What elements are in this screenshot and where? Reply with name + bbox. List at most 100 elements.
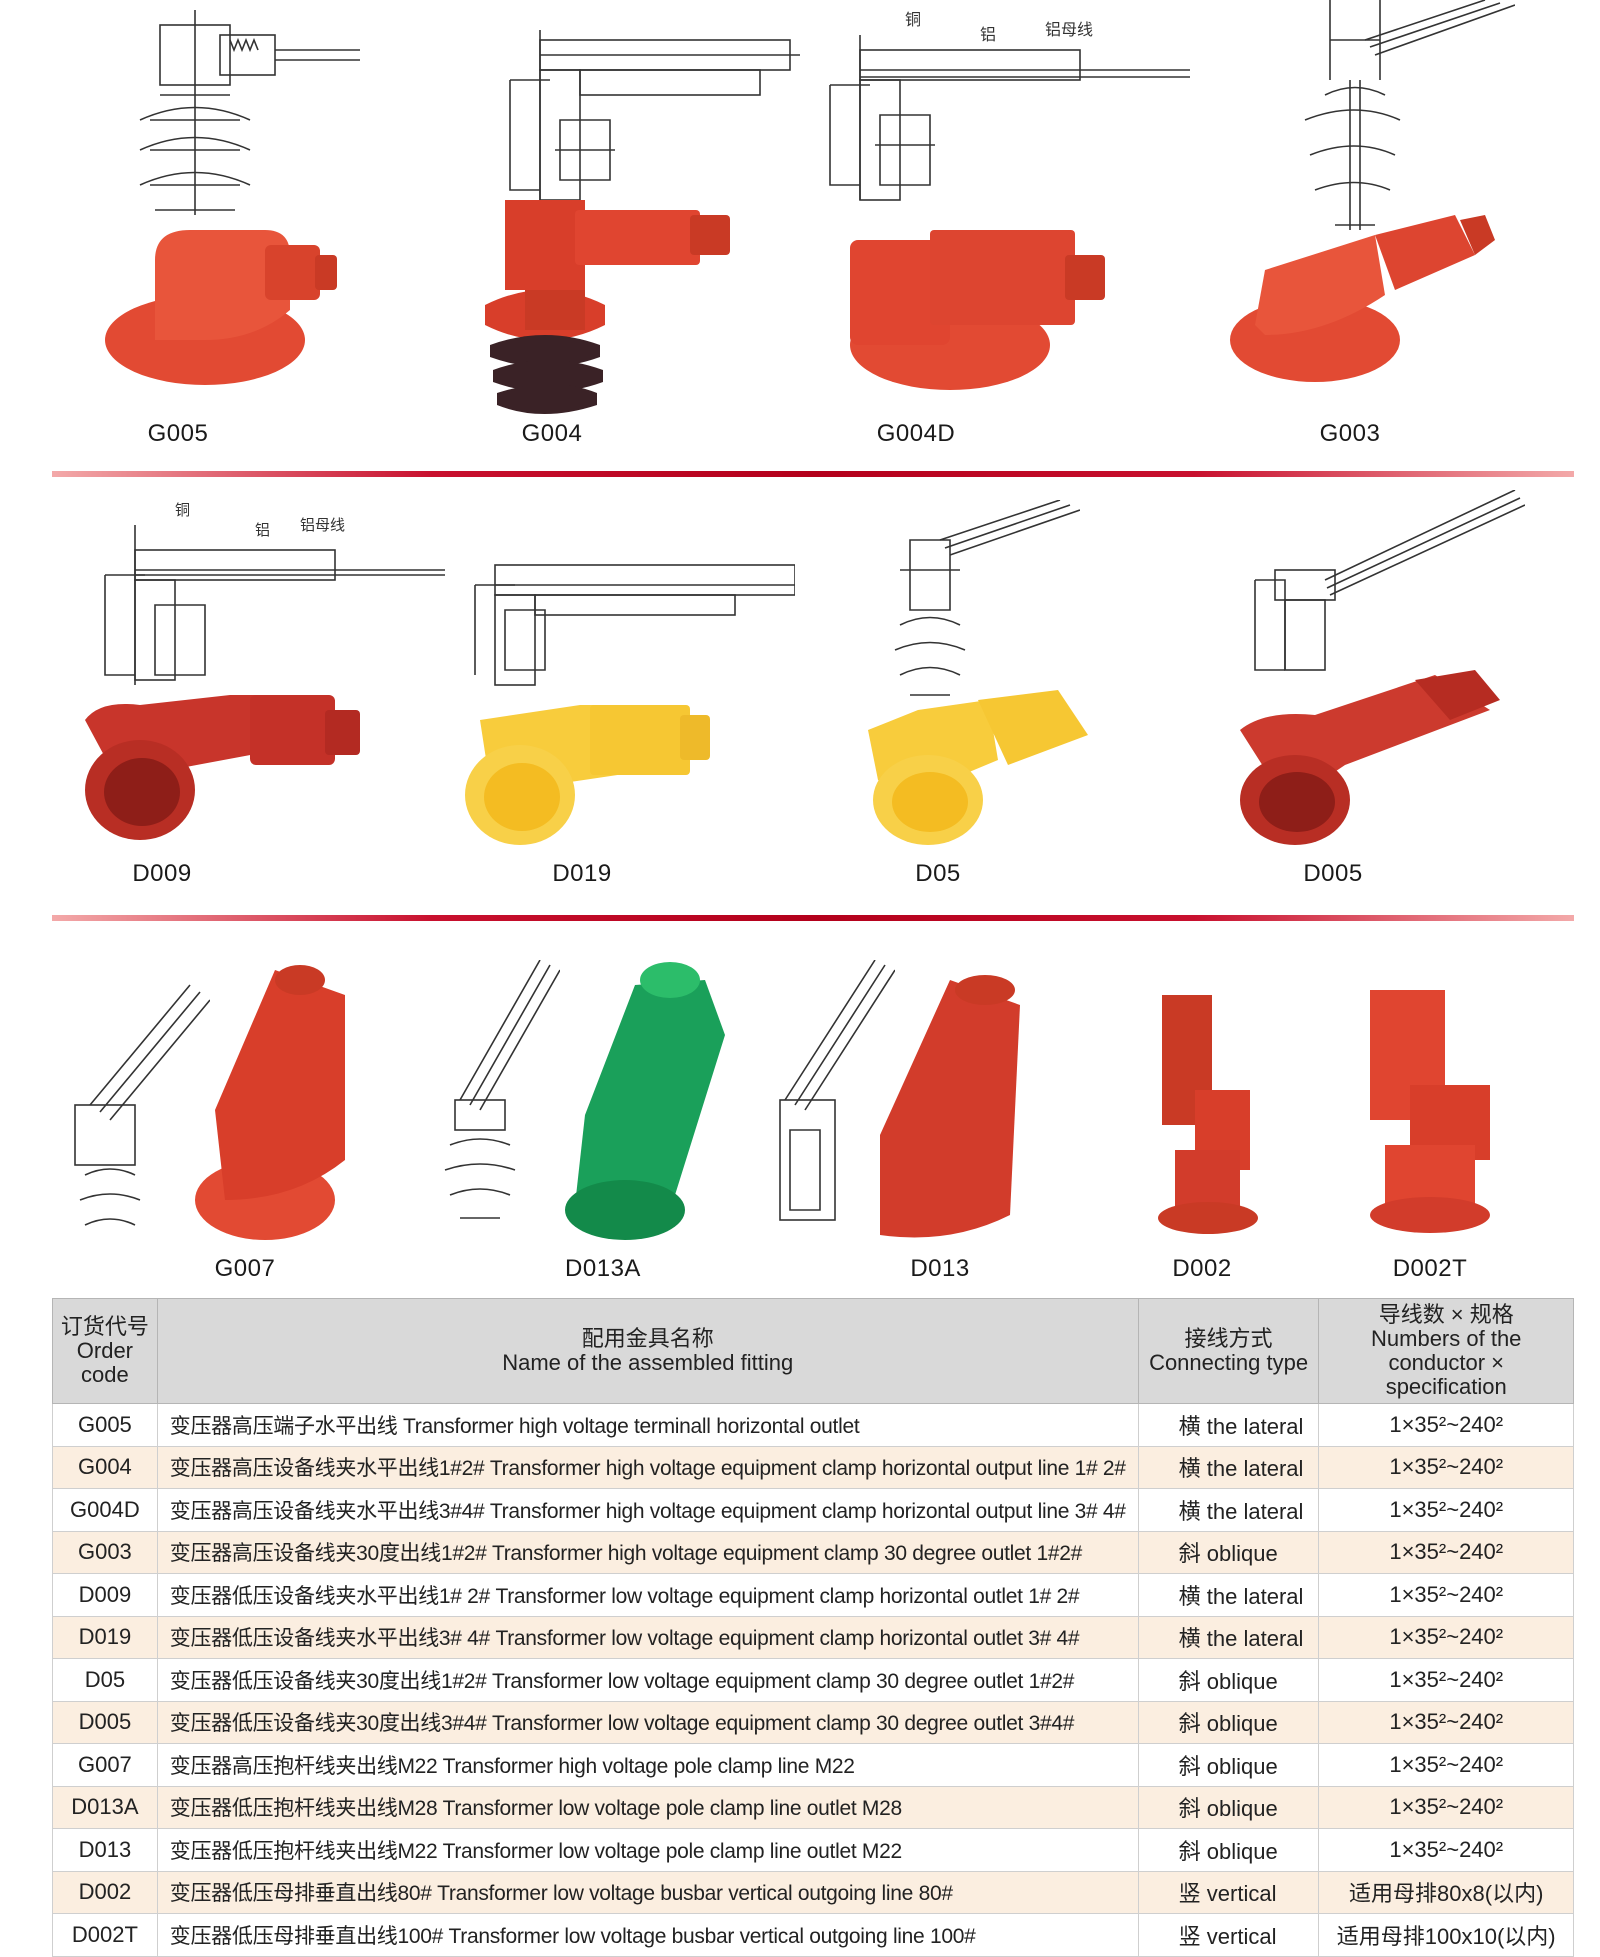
order-code-cell: D002T: [52, 1913, 158, 1957]
g005-boot-image: [105, 230, 337, 385]
order-code-cell: D019: [52, 1616, 158, 1659]
connecting-type-cell: 横 the lateral: [1138, 1403, 1320, 1447]
g004d-drawing: 铜 铝 铝母线: [829, 11, 1190, 201]
connecting-type-cell: 横 the lateral: [1138, 1616, 1320, 1659]
conductor-spec-cell: 1×35²~240²: [1318, 1531, 1574, 1574]
fitting-name-cell: 变压器高压端子水平出线 Transformer high voltage ter…: [157, 1403, 1139, 1447]
aluminum-busbar-label: 铝母线: [300, 517, 345, 534]
d013a-drawing: [444, 960, 560, 1219]
product-code: G003: [1319, 420, 1381, 447]
order-code-cell: G003: [52, 1531, 158, 1574]
order-code-cell: G004D: [52, 1488, 158, 1532]
d009-boot-image: [85, 695, 360, 840]
fitting-name-cell: 变压器低压抱杆线夹出线M28 Transformer low voltage p…: [157, 1786, 1139, 1829]
conductor-spec-cell: 1×35²~240²: [1318, 1403, 1574, 1447]
d009-drawing: 铜 铝 铝母线: [104, 502, 445, 685]
d019-boot-image: [465, 705, 710, 845]
connecting-type-cell: 竖 vertical: [1138, 1913, 1320, 1957]
fitting-name-cell: 变压器高压设备线夹水平出线3#4# Transformer high volta…: [157, 1488, 1139, 1532]
order-code-cell: D013A: [52, 1786, 158, 1829]
conductor-spec-cell: 适用母排80x8(以内): [1318, 1871, 1574, 1914]
order-code-cell: G004: [52, 1446, 158, 1489]
g003-drawing: [1304, 0, 1515, 230]
fitting-name-cell: 变压器高压设备线夹水平出线1#2# Transformer high volta…: [157, 1446, 1139, 1489]
conductor-spec-cell: 适用母排100x10(以内): [1318, 1913, 1574, 1957]
copper-label: 铜: [905, 11, 921, 29]
divider-line: [52, 915, 1574, 921]
d013-boot-image: [880, 975, 1020, 1238]
product-code: G004D: [876, 420, 956, 447]
order-code-cell: G005: [52, 1403, 158, 1447]
fitting-name-cell: 变压器低压抱杆线夹出线M22 Transformer low voltage p…: [157, 1828, 1139, 1872]
d002t-boot-image: [1370, 990, 1490, 1233]
product-code: D009: [132, 860, 192, 887]
g007-drawing: [74, 984, 210, 1226]
fitting-name-cell: 变压器低压设备线夹水平出线1# 2# Transformer low volta…: [157, 1573, 1139, 1617]
conductor-spec-cell: 1×35²~240²: [1318, 1828, 1574, 1872]
g004-boot-image: [485, 200, 730, 414]
fitting-name-cell: 变压器低压母排垂直出线100# Transformer low voltage …: [157, 1913, 1139, 1957]
product-code: G004: [521, 420, 583, 447]
g004d-boot-image: [850, 230, 1105, 390]
g003-boot-image: [1230, 215, 1495, 382]
conductor-spec-cell: 1×35²~240²: [1318, 1488, 1574, 1532]
g007-boot-image: [195, 965, 345, 1240]
order-code-cell: D013: [52, 1828, 158, 1872]
order-code-cell: G007: [52, 1743, 158, 1787]
d05-drawing: [894, 500, 1080, 696]
order-code-cell: D005: [52, 1701, 158, 1744]
aluminum-label: 铝: [255, 522, 270, 539]
fitting-name-cell: 变压器低压设备线夹水平出线3# 4# Transformer low volta…: [157, 1616, 1139, 1659]
conductor-spec-cell: 1×35²~240²: [1318, 1743, 1574, 1787]
d013a-boot-image: [565, 962, 725, 1240]
product-code: G005: [147, 420, 209, 447]
product-row-3: G007 D013A D013 D002 D002T: [0, 925, 1600, 1295]
connecting-type-cell: 斜 oblique: [1138, 1828, 1320, 1872]
connecting-type-cell: 斜 oblique: [1138, 1531, 1320, 1574]
product-code: D002T: [1392, 1255, 1468, 1282]
connecting-type-cell: 斜 oblique: [1138, 1658, 1320, 1702]
connecting-type-cell: 斜 oblique: [1138, 1786, 1320, 1829]
conductor-spec-cell: 1×35²~240²: [1318, 1616, 1574, 1659]
connecting-type-cell: 横 the lateral: [1138, 1446, 1320, 1489]
product-row-2: 铜 铝 铝母线 D009 D019: [0, 480, 1600, 900]
product-code: G007: [214, 1255, 276, 1282]
product-row-1: G005 G004 铜 铝 铝母线 G004D: [0, 0, 1600, 470]
fitting-name-cell: 变压器高压设备线夹30度出线1#2# Transformer high volt…: [157, 1531, 1139, 1574]
fitting-name-cell: 变压器低压母排垂直出线80# Transformer low voltage b…: [157, 1871, 1139, 1914]
fitting-name-cell: 变压器高压抱杆线夹出线M22 Transformer high voltage …: [157, 1743, 1139, 1787]
d019-drawing: [474, 564, 795, 686]
product-code: D019: [552, 860, 612, 887]
connecting-type-cell: 横 the lateral: [1138, 1488, 1320, 1532]
aluminum-label: 铝: [980, 26, 996, 44]
d05-boot-image: [868, 690, 1088, 845]
product-code: D005: [1303, 860, 1363, 887]
g005-drawing: [139, 10, 360, 215]
order-code-cell: D05: [52, 1658, 158, 1702]
order-code-cell: D009: [52, 1573, 158, 1617]
product-code: D013A: [565, 1255, 641, 1282]
order-code-cell: D002: [52, 1871, 158, 1914]
connecting-type-cell: 斜 oblique: [1138, 1743, 1320, 1787]
fitting-name-cell: 变压器低压设备线夹30度出线3#4# Transformer low volta…: [157, 1701, 1139, 1744]
product-code: D013: [910, 1255, 970, 1282]
product-code: D05: [915, 860, 961, 887]
aluminum-busbar-label: 铝母线: [1045, 21, 1093, 39]
fitting-name-cell: 变压器低压设备线夹30度出线1#2# Transformer low volta…: [157, 1658, 1139, 1702]
connecting-type-cell: 竖 vertical: [1138, 1871, 1320, 1914]
